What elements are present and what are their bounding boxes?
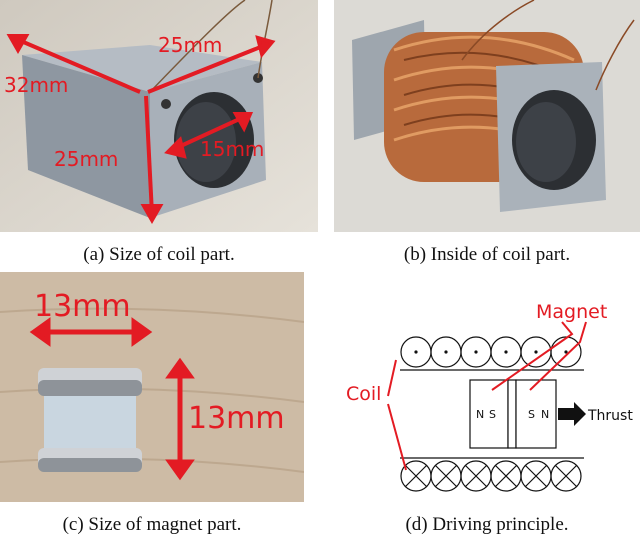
coil-part-photo: 25mm 32mm 25mm 15mm [0, 0, 318, 232]
coil-block-top [22, 45, 262, 92]
pole-s-left: S [489, 408, 496, 421]
coil-wire [149, 0, 246, 93]
pole-s-right: S [528, 408, 535, 421]
caption-c: (c) Size of magnet part. [62, 514, 242, 535]
magnet-label: Magnet [536, 301, 607, 323]
pole-n-left: N [476, 408, 484, 421]
coil-block-left-face [22, 55, 150, 218]
height-label: 25mm [54, 147, 118, 171]
panel-c-magnet-size: 13mm 13mm [0, 272, 304, 502]
magnet-cylinder [38, 368, 142, 472]
thrust-arrow-icon [558, 402, 586, 426]
magnet-height-label: 13mm [188, 401, 285, 436]
thrust-label: Thrust [587, 408, 633, 424]
caption-b: (b) Inside of coil part. [403, 244, 571, 265]
magnet-part-photo: 13mm 13mm [0, 272, 304, 502]
panel-d-driving-principle: N S S N Thrust Magnet Coil [334, 272, 640, 502]
magnet-width-label: 13mm [34, 289, 131, 324]
magnet-dimension-arrows [29, 317, 195, 481]
dimension-arrows [6, 34, 276, 225]
panel-b-coil-inside [334, 0, 640, 232]
driving-principle-diagram: N S S N Thrust Magnet Coil [334, 272, 640, 502]
caption-a: (a) Size of coil part. [83, 244, 235, 265]
coil-row-bottom [400, 460, 582, 492]
panel-a-coil-size: 25mm 32mm 25mm 15mm [0, 0, 318, 232]
depth-label: 32mm [4, 73, 68, 97]
hole-diameter-label: 15mm [200, 137, 264, 161]
coil-inside-photo [334, 0, 640, 232]
caption-d: (d) Driving principle. [405, 514, 569, 535]
coil-label: Coil [346, 383, 381, 405]
magnet-blocks [469, 379, 557, 449]
leader-lines [387, 321, 587, 471]
width-label: 25mm [158, 33, 222, 57]
pole-n-right: N [541, 408, 549, 421]
